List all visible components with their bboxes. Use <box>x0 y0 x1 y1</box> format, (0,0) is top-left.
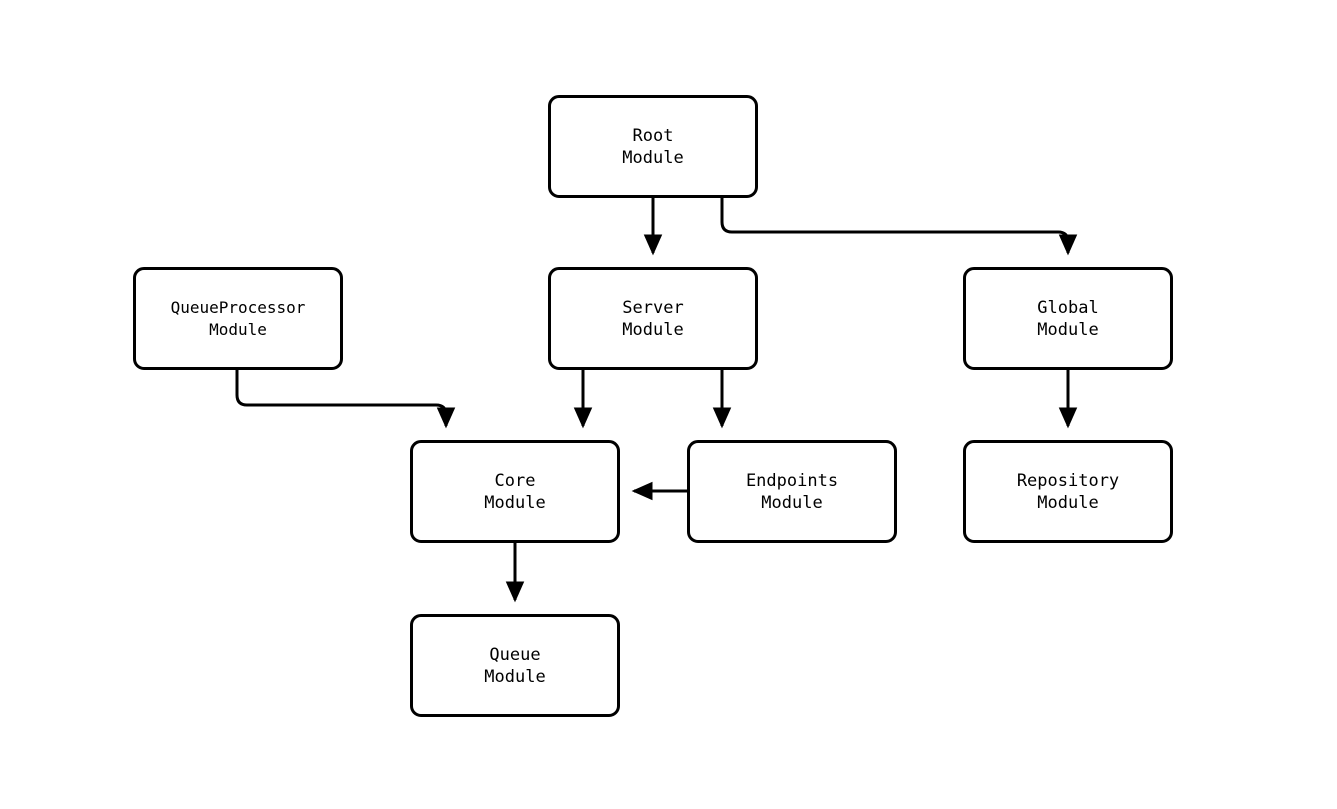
node-repository-module[interactable]: Repository Module <box>963 440 1173 543</box>
node-queue-module[interactable]: Queue Module <box>410 614 620 717</box>
edge-root-to-global <box>720 198 1078 256</box>
node-global-module-suffix: Module <box>1037 319 1099 340</box>
node-global-module-name: Global <box>1037 297 1099 318</box>
node-endpoints-module-suffix: Module <box>761 492 823 513</box>
node-core-module-suffix: Module <box>484 492 546 513</box>
node-core-module-name: Core <box>494 470 536 491</box>
node-global-module[interactable]: Global Module <box>963 267 1173 370</box>
node-repository-module-suffix: Module <box>1037 492 1099 513</box>
node-queue-module-name: Queue <box>489 644 541 665</box>
node-root-module-name: Root <box>632 125 674 146</box>
edge-queueprocessor-to-core <box>235 370 456 429</box>
node-endpoints-module[interactable]: Endpoints Module <box>687 440 897 543</box>
node-server-module[interactable]: Server Module <box>548 267 758 370</box>
node-queueprocessor-module-suffix: Module <box>209 319 267 339</box>
node-queue-module-suffix: Module <box>484 666 546 687</box>
node-repository-module-name: Repository <box>1016 470 1120 491</box>
node-root-module-suffix: Module <box>622 147 684 168</box>
node-server-module-name: Server <box>622 297 684 318</box>
node-root-module[interactable]: Root Module <box>548 95 758 198</box>
node-core-module[interactable]: Core Module <box>410 440 620 543</box>
node-endpoints-module-name: Endpoints <box>745 470 839 491</box>
node-server-module-suffix: Module <box>622 319 684 340</box>
node-queueprocessor-module[interactable]: QueueProcessor Module <box>133 267 343 370</box>
node-queueprocessor-module-name: QueueProcessor <box>170 297 306 317</box>
